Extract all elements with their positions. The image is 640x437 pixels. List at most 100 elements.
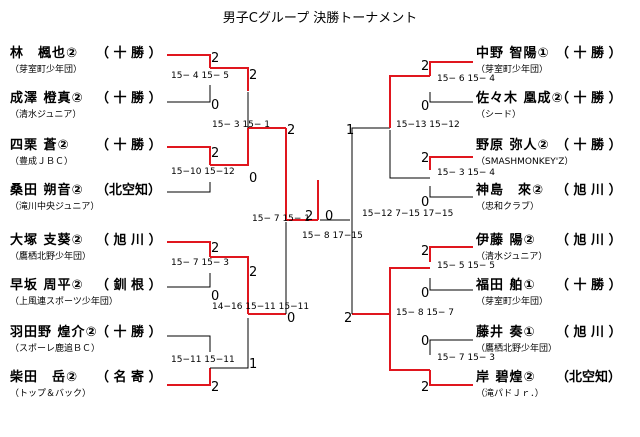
left-r1-m4-bottom <box>167 368 211 386</box>
score: 0 <box>249 171 258 186</box>
player-name: 佐々木 凰成② <box>476 91 564 106</box>
player-club: （芽室町少年団） <box>10 65 83 75</box>
left-r1-m2-top <box>167 146 211 165</box>
game-scores: 15−10 15−12 <box>171 167 235 177</box>
player-region: （ 十 勝 ） <box>556 46 622 61</box>
right-r1-m4-bottom <box>429 370 473 386</box>
player-club: （上風連スポーツ少年団） <box>10 297 118 307</box>
left-r1-m4-top <box>167 335 211 352</box>
game-scores: 15− 7 15− 1 <box>252 214 311 224</box>
left-r1-m1-top <box>167 54 211 68</box>
left-r1-m3-bottom <box>167 273 211 288</box>
player-club: （鷹栖北野少年団） <box>476 344 558 354</box>
left-r1-m3-top <box>167 241 211 257</box>
game-scores: 15− 7 15− 3 <box>437 353 496 363</box>
player-region: （北空知） <box>556 370 622 385</box>
player-region: （北空知） <box>96 183 162 198</box>
game-scores: 15−12 7−15 17−15 <box>362 209 454 219</box>
right-r1-m4-out <box>389 314 430 371</box>
right-r1-m1-bottom <box>429 92 473 103</box>
score: 2 <box>211 51 220 66</box>
score: 2 <box>421 59 430 74</box>
score: 0 <box>211 289 220 304</box>
player-club: （SMASHMONKEY'Z） <box>476 157 574 167</box>
score: 0 <box>287 311 296 326</box>
player-region: （ 釧 根 ） <box>96 278 162 293</box>
player-club: （滝川中央ジュニア） <box>10 202 100 212</box>
player-club: （清水ジュニア） <box>10 110 82 120</box>
player-region: （ 十 勝 ） <box>96 325 162 340</box>
player-name: 神島 來② <box>476 183 545 198</box>
final-game-scores: 15− 8 17−15 <box>302 231 363 241</box>
right-r1-m2-top <box>429 156 473 170</box>
score: 2 <box>421 151 430 166</box>
score: 0 <box>421 195 430 210</box>
player-name: 伊藤 陽② <box>476 233 536 248</box>
score: 2 <box>211 241 220 256</box>
player-name: 林 楓也② <box>10 46 79 61</box>
page-title: 男子Cグループ 決勝トーナメント <box>222 11 418 26</box>
game-scores: 15− 7 15− 3 <box>171 258 230 268</box>
score: 2 <box>421 244 430 259</box>
player-region: （ 旭 川 ） <box>556 325 622 340</box>
player-club: （シード） <box>476 110 522 120</box>
player-club: （清水ジュニア） <box>476 252 548 262</box>
right-r1-m2-out <box>389 130 430 179</box>
final-right-score: 0 <box>325 209 334 224</box>
right-r1-m4-top <box>429 339 473 355</box>
player-region: （ 旭 川 ） <box>96 233 162 248</box>
right-r1-m1-top <box>429 61 473 76</box>
left-r1-m4-out <box>210 318 249 369</box>
score: 2 <box>287 123 296 138</box>
left-r1-m2-out <box>210 128 249 166</box>
score: 1 <box>249 357 258 372</box>
player-region: （ 旭 川 ） <box>556 183 622 198</box>
game-scores: 15− 3 15− 1 <box>212 120 271 130</box>
player-club: （芽室町少年団） <box>476 65 549 75</box>
score: 2 <box>421 380 430 395</box>
player-name: 福田 舶① <box>476 278 536 293</box>
player-club: （忠和クラブ） <box>476 202 540 212</box>
score: 1 <box>346 123 355 138</box>
player-region: （ 名 寄 ） <box>96 370 162 385</box>
score: 0 <box>421 334 430 349</box>
final-left-score: 2 <box>305 209 314 224</box>
right-r1-m3-top <box>429 246 473 262</box>
player-name: 成澤 橙真② <box>10 91 84 106</box>
player-region: （ 十 勝 ） <box>556 138 622 153</box>
score: 2 <box>211 380 220 395</box>
player-name: 羽田野 煌介② <box>10 325 98 340</box>
score: 2 <box>344 311 353 326</box>
game-scores: 14−16 15−11 15−11 <box>212 302 310 312</box>
player-name: 藤井 奏① <box>476 325 536 340</box>
score: 0 <box>421 286 430 301</box>
game-scores: 15−11 15−11 <box>171 355 235 365</box>
player-club: （滝パドＪｒ．） <box>476 389 544 399</box>
left-r2-m1-out <box>285 128 318 221</box>
right-r1-m3-out <box>389 267 430 314</box>
left-r1-m1-out <box>210 67 249 91</box>
player-name: 早坂 周平② <box>10 278 84 293</box>
right-r1-m3-bottom <box>429 278 473 291</box>
score: 2 <box>211 146 220 161</box>
score: 0 <box>421 99 430 114</box>
right-r2-m1-top <box>351 127 390 222</box>
score: 2 <box>249 68 258 83</box>
player-name: 四栗 蒼② <box>10 138 70 153</box>
left-r1-m2-bottom <box>167 182 211 193</box>
left-r1-m1-bottom <box>167 85 211 103</box>
player-club: （芽室町少年団） <box>476 297 549 307</box>
player-region: （ 十 勝 ） <box>556 91 622 106</box>
game-scores: 15− 5 15− 5 <box>437 261 496 271</box>
game-scores: 15− 3 15− 4 <box>437 168 496 178</box>
player-club: （トップ＆バック） <box>10 389 92 399</box>
player-name: 野原 弥人② <box>476 138 550 153</box>
player-name: 桑田 朔音② <box>10 183 84 198</box>
player-club: （鷹栖北野少年団） <box>10 252 92 262</box>
score: 0 <box>211 98 220 113</box>
game-scores: 15− 4 15− 5 <box>171 71 230 81</box>
game-scores: 15− 8 15− 7 <box>396 308 455 318</box>
score: 2 <box>249 265 258 280</box>
player-name: 中野 智陽① <box>476 46 550 61</box>
game-scores: 15−13 15−12 <box>396 120 460 130</box>
